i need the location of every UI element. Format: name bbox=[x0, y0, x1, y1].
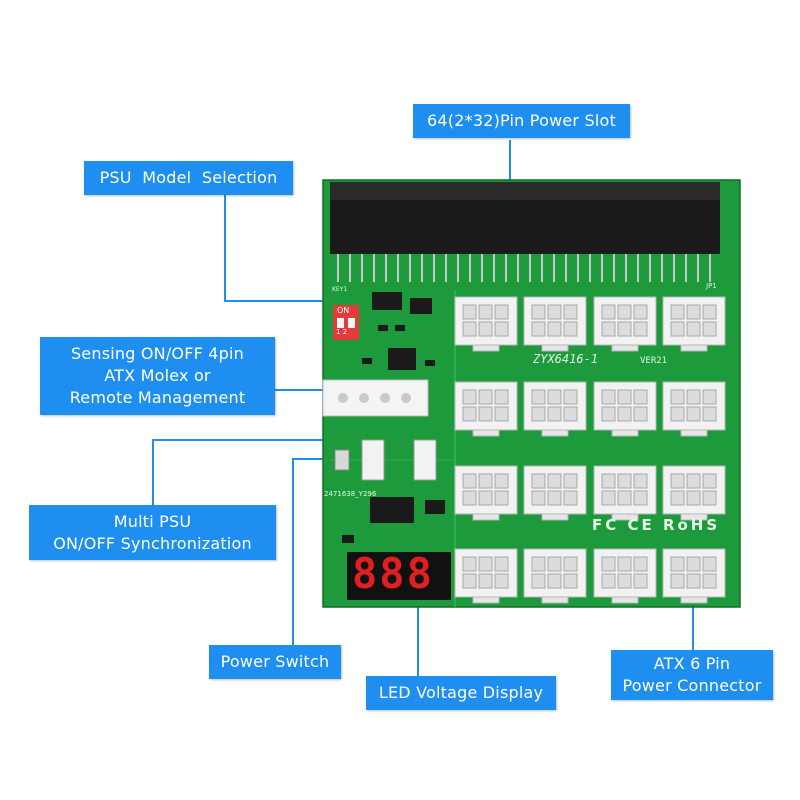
power-switch-button bbox=[334, 449, 350, 471]
sync-headers bbox=[361, 439, 437, 481]
label-power-slot-text: 64(2*32)Pin Power Slot bbox=[427, 111, 616, 130]
label-power-slot: 64(2*32)Pin Power Slot bbox=[413, 104, 630, 138]
molex-connector bbox=[322, 379, 429, 417]
batch-text: 2471638_Y296 bbox=[324, 490, 377, 498]
label-sensing-line3: Remote Management bbox=[69, 388, 246, 407]
board-model-text: ZYX6416-1 bbox=[533, 352, 599, 366]
board-version-text: VER21 bbox=[640, 356, 668, 366]
certification-marks: FC CE RoHS bbox=[592, 516, 721, 534]
label-atx-connector: ATX 6 Pin Power Connector bbox=[611, 650, 773, 700]
line-psu-model bbox=[224, 195, 330, 302]
led-digits: 888 bbox=[352, 549, 434, 598]
atx-6pin-connector bbox=[662, 548, 726, 604]
atx-6pin-connector bbox=[662, 296, 726, 352]
label-multi-psu: Multi PSU ON/OFF Synchronization bbox=[29, 505, 276, 560]
label-power-switch-text: Power Switch bbox=[220, 652, 330, 671]
label-atx-line1: ATX 6 Pin bbox=[653, 654, 731, 673]
dip-numbers-text: 1 2 bbox=[336, 328, 348, 336]
atx-6pin-connector bbox=[593, 381, 657, 437]
label-psu-model: PSU Model Selection bbox=[84, 161, 293, 195]
power-slot-connector bbox=[330, 182, 720, 282]
atx-6pin-connector bbox=[662, 381, 726, 437]
atx-6pin-connector bbox=[454, 296, 518, 352]
dip-on-text: ON bbox=[337, 306, 350, 315]
atx-6pin-connector bbox=[593, 465, 657, 521]
label-sensing: Sensing ON/OFF 4pin ATX Molex or Remote … bbox=[40, 337, 275, 415]
label-psu-model-text: PSU Model Selection bbox=[99, 168, 278, 187]
atx-6pin-connector bbox=[454, 465, 518, 521]
atx-6pin-connector bbox=[454, 548, 518, 604]
atx-6pin-connector bbox=[523, 381, 587, 437]
atx-6pin-connector bbox=[593, 548, 657, 604]
key-text: KEY1 bbox=[332, 286, 348, 293]
label-led-display-text: LED Voltage Display bbox=[378, 683, 544, 702]
label-power-switch: Power Switch bbox=[209, 645, 341, 679]
led-display bbox=[347, 552, 451, 600]
label-sensing-line1: Sensing ON/OFF 4pin bbox=[70, 344, 245, 363]
atx-6pin-connector bbox=[662, 465, 726, 521]
atx-6pin-connector bbox=[593, 296, 657, 352]
atx-6pin-connectors bbox=[454, 296, 726, 604]
atx-6pin-connector bbox=[523, 548, 587, 604]
small-components bbox=[342, 292, 445, 543]
label-sensing-line2: ATX Molex or bbox=[104, 366, 211, 385]
jp1-text: JP1 bbox=[706, 282, 717, 290]
label-multi-psu-line2: ON/OFF Synchronization bbox=[53, 533, 252, 553]
label-led-display: LED Voltage Display bbox=[366, 676, 556, 710]
dip-switch bbox=[333, 305, 359, 340]
atx-6pin-connector bbox=[523, 296, 587, 352]
label-multi-psu-line1: Multi PSU bbox=[113, 511, 192, 531]
label-atx-line2: Power Connector bbox=[622, 676, 762, 695]
atx-6pin-connector bbox=[523, 465, 587, 521]
atx-6pin-connector bbox=[454, 381, 518, 437]
